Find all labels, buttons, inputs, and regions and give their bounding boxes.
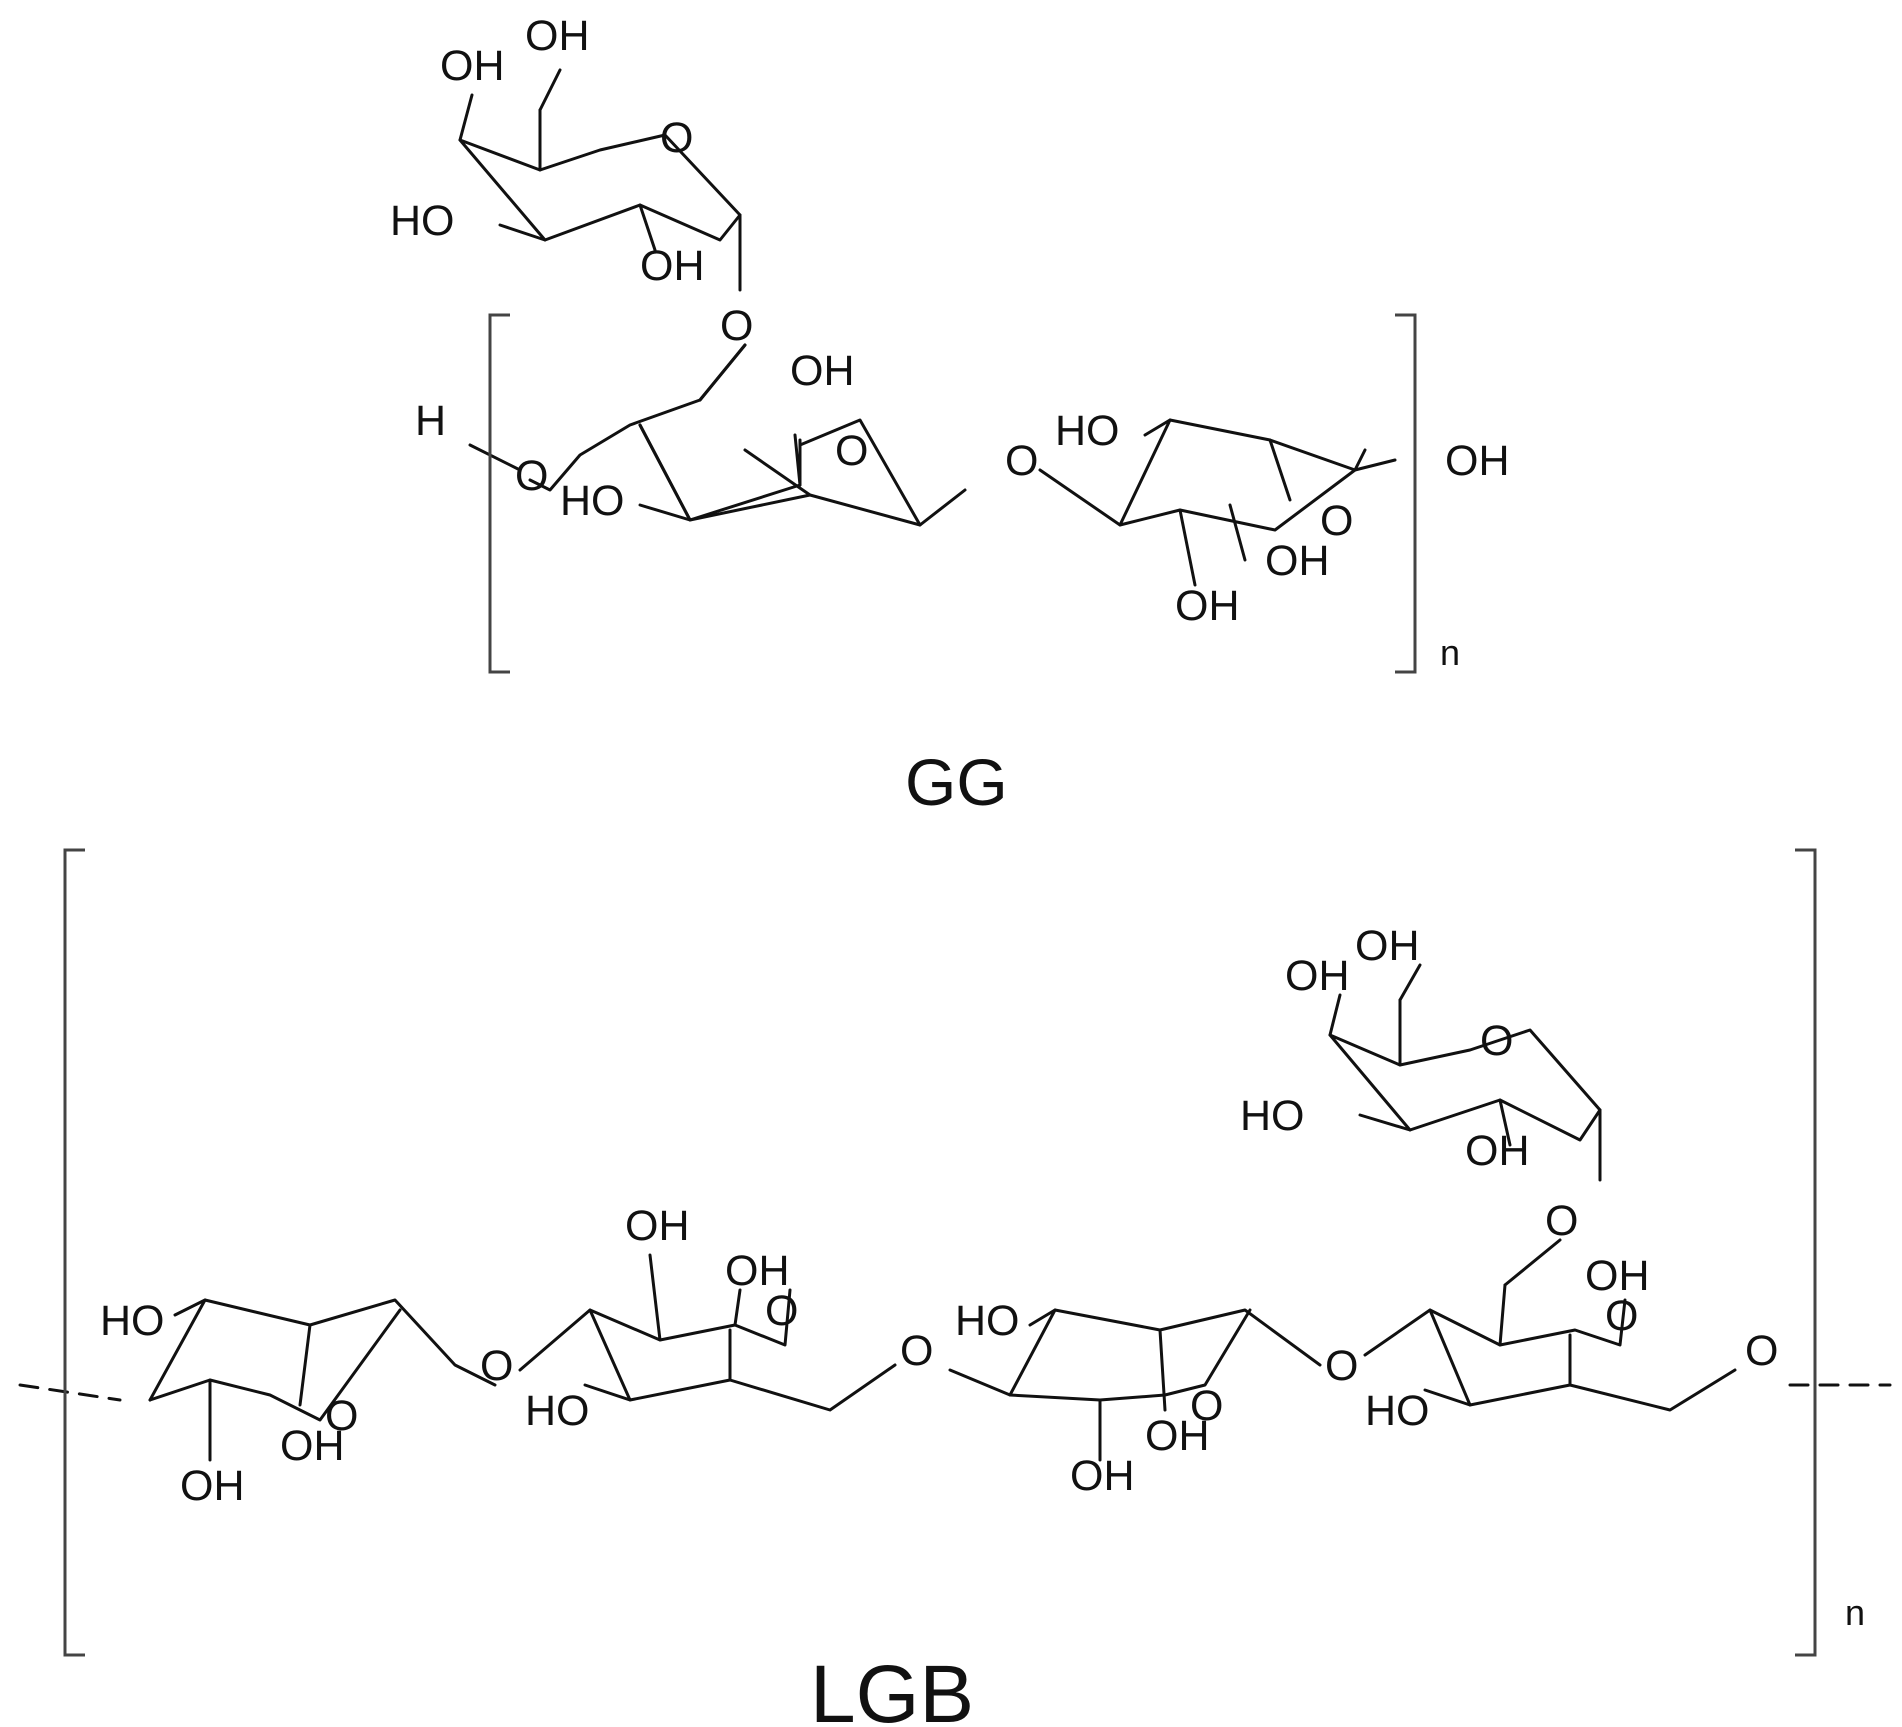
lgb-ring-4 xyxy=(1363,1238,1737,1412)
gg-mannose-ring-1 xyxy=(528,343,967,527)
lgb-ring-2 xyxy=(518,1253,897,1412)
lgb-label-oh: OH xyxy=(1070,1452,1135,1500)
gg-label-oh: OH xyxy=(1445,437,1510,485)
gg-label-ho: HO xyxy=(1055,407,1120,455)
lgb-label-oh: OH xyxy=(725,1247,790,1295)
lgb-label-ho: HO xyxy=(1365,1387,1430,1435)
gg-mannose-ring-2 xyxy=(1038,418,1397,587)
gg-repeat-subscript: n xyxy=(1440,632,1460,673)
lgb-label-oh: OH xyxy=(1355,922,1420,970)
gg-label-oh: OH xyxy=(440,42,505,90)
lgb-caption: LGB xyxy=(810,1649,974,1727)
lgb-label-o: O xyxy=(480,1342,513,1390)
gg-structure xyxy=(458,68,1397,587)
lgb-label-oh: OH xyxy=(1145,1412,1210,1460)
lgb-label-o: O xyxy=(900,1327,933,1375)
gg-label-oh: OH xyxy=(640,242,705,290)
gg-label-o: O xyxy=(1320,497,1353,545)
gg-atom-labels: OH OH O HO OH O OH H O HO O OH O HO O OH… xyxy=(390,12,1510,673)
gg-label-oh: OH xyxy=(1175,582,1240,630)
gg-galactose-side-ring xyxy=(458,68,742,292)
lgb-label-oh: OH xyxy=(625,1202,690,1250)
lgb-label-oh: OH xyxy=(1285,952,1350,1000)
gg-label-o: O xyxy=(1005,437,1038,485)
lgb-label-ho: HO xyxy=(1240,1092,1305,1140)
gg-label-o: O xyxy=(660,114,693,162)
lgb-label-o: O xyxy=(1605,1292,1638,1340)
gg-label-ho: HO xyxy=(390,197,455,245)
lgb-label-ho: HO xyxy=(955,1297,1020,1345)
lgb-label-o: O xyxy=(1745,1327,1778,1375)
lgb-label-oh: OH xyxy=(280,1422,345,1470)
lgb-galactose-side-ring xyxy=(1328,963,1602,1182)
lgb-label-oh: OH xyxy=(1465,1127,1530,1175)
lgb-ring-1 xyxy=(148,1298,497,1462)
lgb-structure xyxy=(18,963,1892,1462)
lgb-label-ho: HO xyxy=(525,1387,590,1435)
gg-label-oh: OH xyxy=(525,12,590,60)
gg-label-oh: OH xyxy=(1265,537,1330,585)
lgb-label-o: O xyxy=(1480,1017,1513,1065)
gg-caption: GG xyxy=(905,745,1008,819)
gg-label-oh: OH xyxy=(790,347,855,395)
lgb-label-oh: OH xyxy=(180,1462,245,1510)
gg-label-h: H xyxy=(415,397,446,445)
lgb-label-o: O xyxy=(1325,1342,1358,1390)
gg-label-o: O xyxy=(835,427,868,475)
lgb-repeat-subscript: n xyxy=(1845,1592,1865,1633)
gg-label-o: O xyxy=(720,302,753,350)
lgb-repeat-brackets xyxy=(63,848,1817,1657)
lgb-label-o: O xyxy=(1190,1382,1223,1430)
gg-label-ho: HO xyxy=(560,477,625,525)
lgb-label-o: O xyxy=(325,1392,358,1440)
lgb-ring-3 xyxy=(948,1308,1322,1462)
lgb-label-oh: OH xyxy=(1585,1252,1650,1300)
gg-label-o: O xyxy=(515,452,548,500)
lgb-atom-labels: OH OH O HO OH O OH OH OH HO HO O O O O O… xyxy=(100,922,1865,1633)
lgb-label-ho: HO xyxy=(100,1297,165,1345)
lgb-label-o: O xyxy=(765,1287,798,1335)
gg-repeat-brackets xyxy=(488,313,1417,674)
lgb-label-o: O xyxy=(1545,1197,1578,1245)
